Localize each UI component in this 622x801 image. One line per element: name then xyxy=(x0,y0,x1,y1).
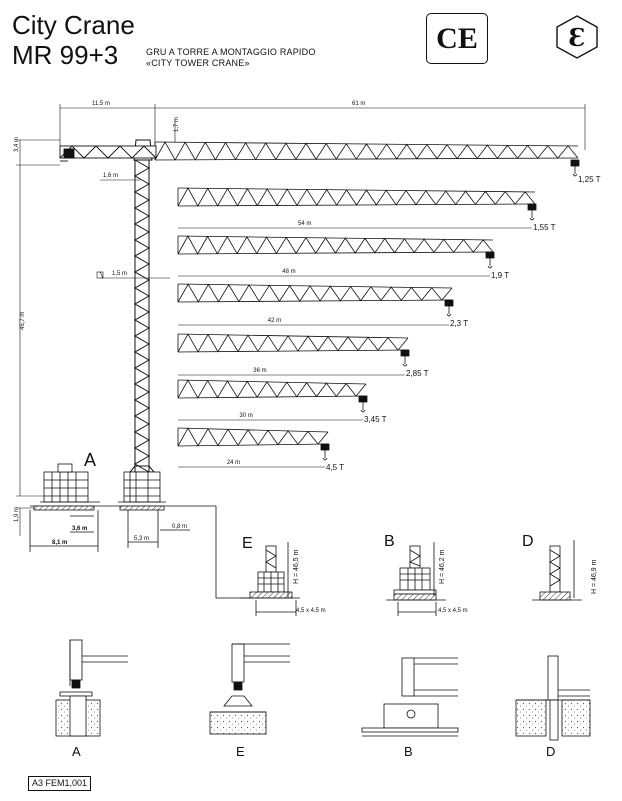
jib-reach: 36 m xyxy=(253,368,266,374)
ce-mark-icon: CE xyxy=(426,13,488,64)
variant-b-footprint: 4,5 x 4,5 m xyxy=(438,608,468,614)
variant-a-label: A xyxy=(84,450,96,470)
detail-d-label: D xyxy=(546,744,555,759)
detail-e-label: E xyxy=(236,744,245,759)
jib-configurations: 1,55 T 54 m 1,9 T 48 m 2,3 T 42 m 2,85 T 36 m 3,… xyxy=(177,187,556,472)
detail-e xyxy=(209,643,290,735)
offset-a-dim: 1,6 m xyxy=(103,173,118,179)
jib-config: 1,55 T 54 m xyxy=(177,187,556,232)
top-height-dim: 3,4 m xyxy=(14,137,20,152)
title-line-1: City Crane xyxy=(12,10,135,40)
jib-load: 2,85 T xyxy=(406,369,429,378)
jib-reach: 42 m xyxy=(268,318,281,324)
jib-reach: 24 m xyxy=(227,460,240,466)
jib-hook-icon xyxy=(358,395,368,413)
counter-jib xyxy=(59,145,157,162)
chassis-width-dim: 5,3 m xyxy=(134,536,149,542)
detail-d xyxy=(515,655,591,741)
subtitle-line-1: GRU A TORRE A MONTAGGIO RAPIDO xyxy=(146,47,316,57)
title-line-2: MR 99+3 xyxy=(12,40,119,70)
base-width-dim: 8,1 m xyxy=(52,540,67,546)
jib-config: 2,85 T 36 m xyxy=(177,333,429,378)
variant-d-label: D xyxy=(522,533,534,550)
counter-jib-dim: 11,5 m xyxy=(92,101,110,107)
jib-reach: 54 m xyxy=(298,221,311,227)
offset-b-dim: 1,5 m xyxy=(112,271,127,277)
variant-d-foundation xyxy=(532,540,582,601)
variant-e-footprint: 4,5 x 4,5 m xyxy=(296,608,326,614)
jib-height-dim: 1,7 m xyxy=(174,117,180,132)
jib-config: 4,5 T 24 m xyxy=(177,427,344,472)
jib-hook-icon xyxy=(400,349,410,367)
jib-load: 1,55 T xyxy=(533,223,556,232)
detail-a-label: A xyxy=(72,744,81,759)
detail-a xyxy=(55,639,128,737)
jib-config: 1,9 T 48 m xyxy=(177,235,509,280)
ce-mark-text: CE xyxy=(436,21,478,55)
jib-load: 2,3 T xyxy=(450,319,468,328)
dimension-lines xyxy=(16,104,586,536)
tower-height-dim: 45,7 m xyxy=(20,312,26,330)
document-reference: A3 FEM1,001 xyxy=(28,776,92,791)
overhang-dim: 0,8 m xyxy=(172,524,187,530)
ex-mark-icon: Ɛ xyxy=(553,14,601,60)
detail-b xyxy=(361,657,459,737)
jib-reach: 30 m xyxy=(239,413,252,419)
variant-b-label: B xyxy=(384,533,395,550)
variant-b-foundation xyxy=(386,542,446,616)
variant-b-height: H = 46,2 m xyxy=(439,549,446,584)
jib-config: 2,3 T 42 m xyxy=(177,283,468,328)
jib-load: 1,9 T xyxy=(491,271,509,280)
ballast-width-dim: 3,6 m xyxy=(72,526,87,532)
variant-e-height: H = 46,5 m xyxy=(293,549,300,584)
variant-e-foundation xyxy=(240,542,300,616)
crane-base xyxy=(29,463,252,599)
jib-hook-icon xyxy=(320,443,330,461)
main-jib-load: 1,25 T xyxy=(578,175,601,184)
jib-reach: 48 m xyxy=(282,269,295,275)
jib-load: 3,45 T xyxy=(364,415,387,424)
hexagon-icon xyxy=(556,15,598,59)
jib-hook-icon xyxy=(485,251,495,269)
subtitle-line-2: «CITY TOWER CRANE» xyxy=(146,58,250,68)
ex-mark-text: Ɛ xyxy=(568,22,586,52)
main-jib: 1,25 T xyxy=(154,141,601,184)
detail-b-label: B xyxy=(404,744,413,759)
jib-dim: 61 m xyxy=(352,101,365,107)
jib-hook-icon xyxy=(444,299,454,317)
variant-e-label: E xyxy=(242,535,253,552)
tower-mast xyxy=(128,139,156,473)
main-jib-hook-icon xyxy=(570,159,580,177)
variant-d-height: H = 46,9 m xyxy=(591,559,598,594)
base-height-dim: 1,9 m xyxy=(14,507,20,522)
jib-hook-icon xyxy=(527,203,537,221)
jib-config: 3,45 T 30 m xyxy=(177,379,387,424)
jib-load: 4,5 T xyxy=(326,463,344,472)
